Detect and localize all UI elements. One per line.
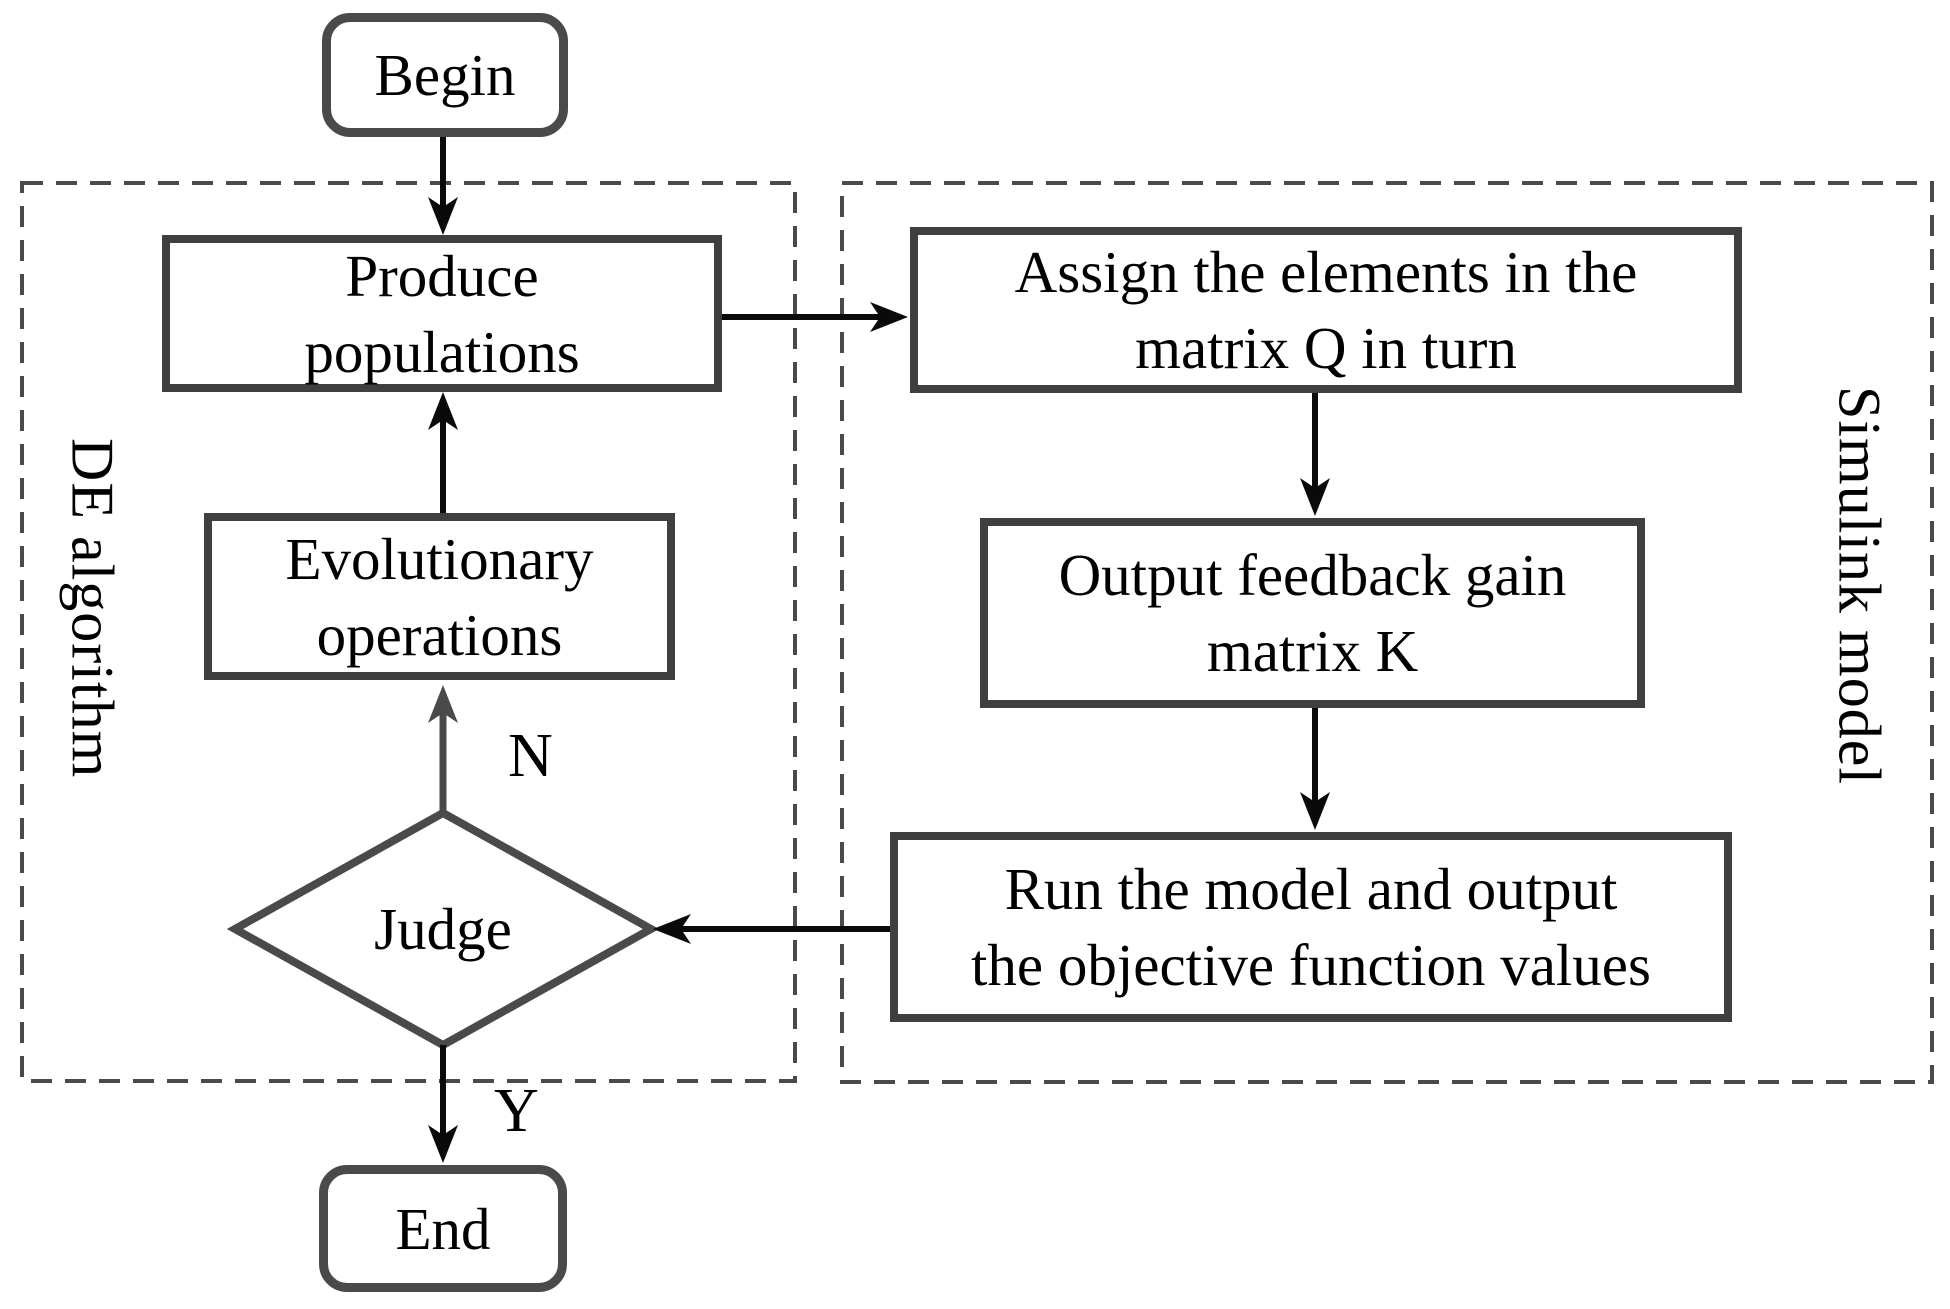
run-model-line2: the objective function values xyxy=(971,932,1651,998)
evolutionary-operations-line2: operations xyxy=(316,601,563,668)
produce-populations-node: Produce populations xyxy=(162,235,722,392)
begin-label: Begin xyxy=(374,42,516,108)
de-algorithm-group-title: DE algorithm xyxy=(59,437,126,779)
produce-populations-line1: Produce xyxy=(345,242,539,309)
end-node: End xyxy=(319,1165,567,1292)
evolutionary-operations-node: Evolutionary operations xyxy=(204,513,675,680)
arrow-begin-to-produce xyxy=(428,137,458,235)
judge-no-label: N xyxy=(508,722,553,790)
output-feedback-gain-line1: Output feedback gain xyxy=(1058,542,1567,608)
arrow-evolutionary-to-produce xyxy=(428,392,458,513)
assign-elements-line2: matrix Q in turn xyxy=(1135,315,1517,381)
evolutionary-operations-line1: Evolutionary xyxy=(285,525,594,592)
arrow-judge-to-evolutionary xyxy=(428,685,458,813)
run-model-line1: Run the model and output xyxy=(1004,856,1618,922)
arrow-run-to-judge xyxy=(653,914,890,944)
output-feedback-gain-line2: matrix K xyxy=(1206,618,1419,684)
assign-elements-line1: Assign the elements in the xyxy=(1014,239,1638,305)
simulink-model-group-title: Simulink model xyxy=(1826,386,1893,786)
simulink-model-group-border xyxy=(840,181,1934,1084)
arrow-judge-to-end xyxy=(428,1045,458,1163)
run-model-node: Run the model and output the objective f… xyxy=(890,832,1732,1022)
begin-node: Begin xyxy=(322,13,568,137)
output-feedback-gain-node: Output feedback gain matrix K xyxy=(980,518,1645,708)
arrow-assign-to-output xyxy=(1300,393,1330,516)
assign-elements-node: Assign the elements in the matrix Q in t… xyxy=(910,227,1742,393)
arrow-produce-to-assign xyxy=(722,302,908,332)
arrow-output-to-run xyxy=(1300,708,1330,830)
judge-node-label: Judge xyxy=(374,896,512,962)
judge-yes-label: Y xyxy=(494,1077,539,1145)
produce-populations-line2: populations xyxy=(304,318,580,385)
de-algorithm-group-border xyxy=(20,181,797,1083)
end-label: End xyxy=(395,1195,491,1262)
